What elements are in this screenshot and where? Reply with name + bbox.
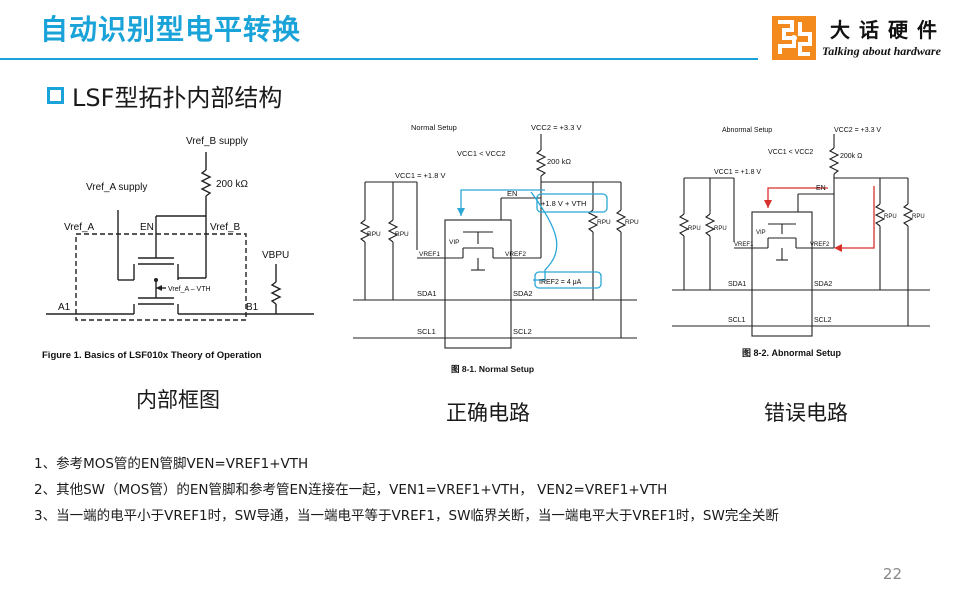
fig3-rpu-1: RPU xyxy=(688,226,701,232)
caption-internal: 内部框图 xyxy=(136,388,220,412)
note-1: 1、参考MOS管的EN管脚VEN=VREF1+VTH xyxy=(34,456,309,472)
fig3-sda1: SDA1 xyxy=(728,281,746,288)
fig3-scl1: SCL1 xyxy=(728,317,746,324)
fig2-sda1: SDA1 xyxy=(417,289,437,298)
fig2-iref: IREF2 = 4 μA xyxy=(539,279,582,286)
fig2-title: Normal Setup xyxy=(411,123,457,132)
a1-label: A1 xyxy=(58,302,71,313)
caption-correct: 正确电路 xyxy=(446,401,530,425)
page-number: 22 xyxy=(882,565,902,583)
fig2-caption: 图 8-1. Normal Setup xyxy=(451,364,534,374)
fig2-scl1: SCL1 xyxy=(417,327,436,336)
fig2-vcc2: VCC2 = +3.3 V xyxy=(531,123,581,132)
figure-abnormal-setup: Abnormal Setup VCC2 = +3.3 V VCC1 < VCC2… xyxy=(668,120,938,365)
section-subtitle: LSF型拓扑内部结构 xyxy=(72,84,283,112)
fig3-vref2: VREF2 xyxy=(810,242,830,248)
vref-a-label: Vref_A xyxy=(64,222,95,233)
normal-setup-schematic: Normal Setup VCC2 = +3.3 V VCC1 < VCC2 2… xyxy=(353,123,639,374)
fig2-en: EN xyxy=(507,189,517,198)
title-divider xyxy=(0,58,758,60)
fig3-rpu-3: RPU xyxy=(884,214,897,220)
fig3-en: EN xyxy=(816,185,826,192)
slide-title: 自动识别型电平转换 xyxy=(40,13,302,46)
abnormal-setup-schematic: Abnormal Setup VCC2 = +3.3 V VCC1 < VCC2… xyxy=(672,127,930,358)
fig2-rpu-4: RPU xyxy=(625,219,639,226)
figure-internal-block: Vref_B supply 200 kΩ Vref_A supply Vref_… xyxy=(38,130,318,370)
logo-text-en: Talking about hardware xyxy=(822,44,941,58)
figure-normal-setup: Normal Setup VCC2 = +3.3 V VCC1 < VCC2 2… xyxy=(345,120,645,385)
note-2: 2、其他SW（MOS管）的EN管脚和参考管EN连接在一起，VEN1=VREF1+… xyxy=(34,482,668,498)
vth-label: Vref_A – VTH xyxy=(168,286,211,293)
fig3-cmp: VCC1 < VCC2 xyxy=(768,149,813,156)
fig3-sda2: SDA2 xyxy=(814,281,832,288)
fig2-rpu-3: RPU xyxy=(597,219,611,226)
fig3-vip: VIP xyxy=(756,230,766,236)
fig3-r200: 200k Ω xyxy=(840,153,862,160)
fig2-vip: VIP xyxy=(449,239,459,246)
fig3-vref1: VREF1 xyxy=(734,242,754,248)
vref-a-supply-label: Vref_A supply xyxy=(86,182,147,193)
figure1-caption: Figure 1. Basics of LSF010x Theory of Op… xyxy=(42,350,262,361)
fig2-vref2: VREF2 xyxy=(505,251,526,258)
vref-b-label: Vref_B xyxy=(210,222,241,233)
fig3-vcc1: VCC1 = +1.8 V xyxy=(714,169,761,176)
fig2-vref1: VREF1 xyxy=(419,251,440,258)
note-3: 3、当一端的电平小于VREF1时，SW导通，当一端电平等于VREF1，SW临界关… xyxy=(34,508,779,524)
fig2-rpu-2: RPU xyxy=(395,231,409,238)
fig2-rpu-1: RPU xyxy=(367,231,381,238)
fig2-r200: 200 kΩ xyxy=(547,157,571,166)
fig2-vplus: +1.8 V + VTH xyxy=(541,199,586,208)
fig2-cmp: VCC1 < VCC2 xyxy=(457,149,506,158)
fig3-caption: 图 8-2. Abnormal Setup xyxy=(742,348,842,358)
b1-label: B1 xyxy=(246,302,259,313)
en-label: EN xyxy=(140,222,154,233)
fig3-vcc2: VCC2 = +3.3 V xyxy=(834,127,881,134)
logo-mark-icon xyxy=(772,16,816,60)
fig2-scl2: SCL2 xyxy=(513,327,532,336)
fig3-rpu-4: RPU xyxy=(912,214,925,220)
vbpu-label: VBPU xyxy=(262,250,289,261)
fig2-sda2: SDA2 xyxy=(513,289,533,298)
brand-logo: 大话硬件 Talking about hardware xyxy=(770,14,955,64)
bullet-square-icon xyxy=(47,87,64,104)
lsf-basic-schematic: Vref_B supply 200 kΩ Vref_A supply Vref_… xyxy=(42,136,314,361)
fig3-scl2: SCL2 xyxy=(814,317,832,324)
fig3-rpu-2: RPU xyxy=(714,226,727,232)
vref-b-supply-label: Vref_B supply xyxy=(186,136,248,147)
fig2-vcc1: VCC1 = +1.8 V xyxy=(395,171,445,180)
fig3-title: Abnormal Setup xyxy=(722,127,772,134)
caption-wrong: 错误电路 xyxy=(764,401,848,425)
logo-text-zh: 大话硬件 xyxy=(830,18,946,42)
r200-label: 200 kΩ xyxy=(216,179,248,190)
